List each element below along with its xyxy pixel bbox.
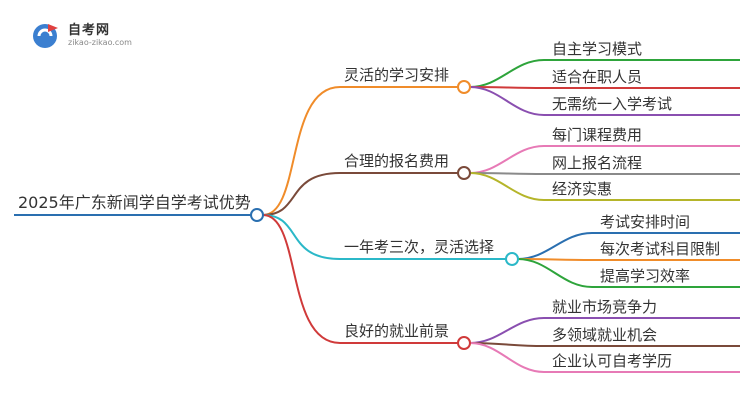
leaf-label-1-2: 适合在职人员: [552, 68, 642, 86]
leaf-connector-1-3: [469, 86, 740, 116]
leaf-connector-1-1: [469, 59, 740, 88]
leaf-label-3-2: 每次考试科目限制: [600, 240, 720, 258]
logo-url: zikao-zikao.com: [68, 38, 132, 47]
leaf-connector-2-1: [469, 145, 740, 174]
leaf-label-1-1: 自主学习模式: [552, 40, 642, 58]
branch-connector-3: [262, 214, 341, 260]
leaf-label-3-3: 提高学习效率: [600, 267, 690, 285]
leaf-connector-2-3: [469, 172, 740, 201]
root-label: 2025年广东新闻学自学考试优势: [18, 193, 251, 212]
branch-label-1: 灵活的学习安排: [344, 66, 449, 84]
branch-label-2: 合理的报名费用: [344, 152, 449, 170]
leaf-connector-4-3: [469, 342, 740, 373]
branch-node-3[interactable]: [505, 252, 519, 266]
branch-connector-1: [262, 86, 341, 216]
leaf-label-1-3: 无需统一入学考试: [552, 95, 672, 113]
logo-icon: [33, 24, 58, 48]
leaf-label-3-1: 考试安排时间: [600, 213, 690, 231]
leaf-label-4-3: 企业认可自考学历: [552, 352, 672, 370]
branch-node-2[interactable]: [457, 166, 471, 180]
branch-connector-4: [262, 214, 341, 344]
branch-connector-2: [262, 172, 341, 216]
branch-node-4[interactable]: [457, 336, 471, 350]
leaf-label-2-3: 经济实惠: [552, 180, 612, 198]
leaf-connector-3-3: [517, 258, 740, 288]
leaf-label-2-1: 每门课程费用: [552, 126, 642, 144]
leaf-connector-3-1: [517, 232, 740, 260]
leaf-connector-4-1: [469, 317, 740, 344]
branch-label-3: 一年考三次，灵活选择: [344, 238, 494, 256]
leaf-connector-3-2: [517, 258, 740, 261]
leaf-connector-1-2: [469, 86, 740, 89]
leaf-label-4-1: 就业市场竞争力: [552, 298, 657, 316]
branch-label-4: 良好的就业前景: [344, 322, 449, 340]
site-logo: 自考网 zikao-zikao.com: [30, 18, 160, 52]
root-node[interactable]: [250, 208, 264, 222]
leaf-label-2-2: 网上报名流程: [552, 154, 642, 172]
leaf-connector-2-2: [469, 172, 740, 175]
logo-name: 自考网: [68, 23, 111, 38]
leaf-label-4-2: 多领域就业机会: [552, 326, 657, 344]
branch-node-1[interactable]: [457, 80, 471, 94]
